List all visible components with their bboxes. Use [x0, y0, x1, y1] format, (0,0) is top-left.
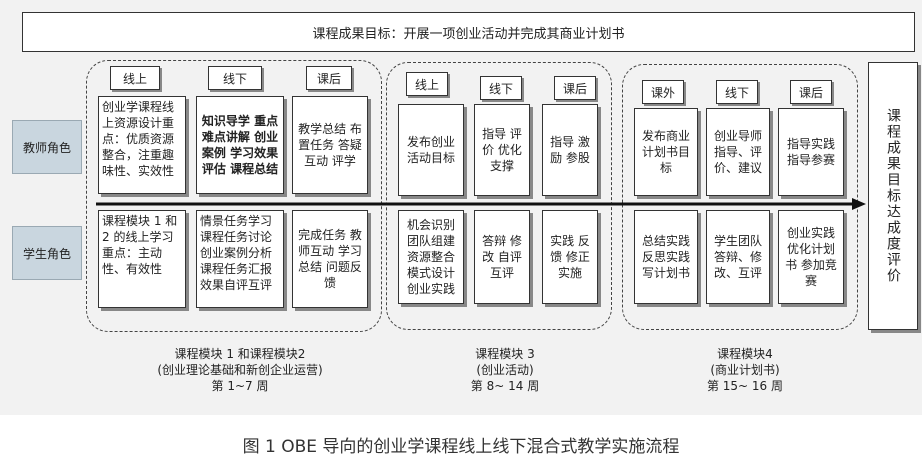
- module-3-student-cell-3: 创业实践 优化计划书 参加竞赛: [778, 210, 844, 304]
- module-group-3: [622, 64, 858, 330]
- module-3-teacher-cell-1: 发布商业计划书目标: [634, 108, 698, 196]
- module-1-tab-1: 线上: [110, 66, 160, 90]
- module-1-student-cell-3: 完成任务 教师互动 学习总结 问题反馈: [292, 210, 368, 308]
- module-3-tab-2: 线下: [716, 80, 758, 104]
- module-3-teacher-cell-3: 指导实践 指导参赛: [778, 108, 844, 196]
- module-2-student-cell-1: 机会识别 团队组建 资源整合 模式设计 创业实践: [398, 210, 464, 304]
- module-1-student-cell-1: 课程模块 1 和 2 的线上学习 重点：主动性、有效性: [98, 210, 186, 308]
- module-group-2: [386, 62, 612, 330]
- module-1-teacher-cell-1: 创业学课程线上资源设计重点：优质资源整合，注重趣味性、实效性: [98, 96, 186, 194]
- diagram-canvas: 课程成果目标：开展一项创业活动并完成其商业计划书 教师角色 学生角色 线上 线下…: [0, 0, 922, 415]
- module-2-teacher-cell-3: 指导 激励 参股: [542, 104, 598, 196]
- module-3-tab-3: 课后: [790, 80, 832, 104]
- teacher-role-label: 教师角色: [12, 120, 82, 174]
- module-3-student-cell-2: 学生团队 答辩、修改、互评: [706, 210, 770, 304]
- module-2-teacher-cell-1: 发布创业活动目标: [398, 104, 464, 196]
- evaluation-box: 课程成果目标达成度评价: [868, 62, 918, 330]
- module-2-teacher-cell-2: 指导 评价 优化 支撑: [474, 104, 530, 196]
- evaluation-text: 课程成果目标达成度评价: [885, 108, 901, 284]
- module-1-teacher-cell-3: 教学总结 布置任务 答疑互动 评学: [292, 96, 368, 194]
- module-2-student-cell-3: 实践 反馈 修正 实施: [542, 210, 598, 304]
- module-1-student-cell-2: 情景任务学习 课程任务讨论 创业案例分析 课程任务汇报 效果自评互评: [196, 210, 284, 308]
- module-2-tab-3: 课后: [554, 76, 596, 100]
- timeline-arrow: [96, 198, 866, 210]
- module-2-label: 课程模块 3 (创业活动) 第 8~ 14 周: [470, 347, 540, 393]
- module-2-tab-1: 线上: [406, 72, 448, 96]
- module-3-teacher-cell-2: 创业导师 指导、评价、建议: [706, 108, 770, 196]
- module-3-student-cell-1: 总结实践 反思实践 写计划书: [634, 210, 698, 304]
- module-2-tab-2: 线下: [480, 76, 522, 100]
- module-2-student-cell-2: 答辩 修改 自评 互评: [474, 210, 530, 304]
- figure-caption: 图 1 OBE 导向的创业学课程线上线下混合式教学实施流程: [242, 437, 680, 457]
- module-1-label: 课程模块 1 和课程模块2 (创业理论基础和新创企业运营) 第 1~7 周: [157, 347, 323, 393]
- goal-bar: 课程成果目标：开展一项创业活动并完成其商业计划书: [22, 12, 915, 52]
- module-1-tab-3: 课后: [306, 66, 352, 90]
- module-3-tab-1: 课外: [642, 80, 684, 104]
- goal-text: 课程成果目标：开展一项创业活动并完成其商业计划书: [312, 26, 625, 42]
- module-3-label: 课程模块4 (商业计划书) 第 15~ 16 周: [706, 347, 784, 393]
- module-1-teacher-cell-2: 知识导学 重点难点讲解 创业案例 学习效果评估 课程总结: [196, 96, 284, 194]
- module-group-1: [86, 60, 382, 332]
- student-role-label: 学生角色: [12, 226, 82, 280]
- module-1-tab-2: 线下: [208, 66, 262, 90]
